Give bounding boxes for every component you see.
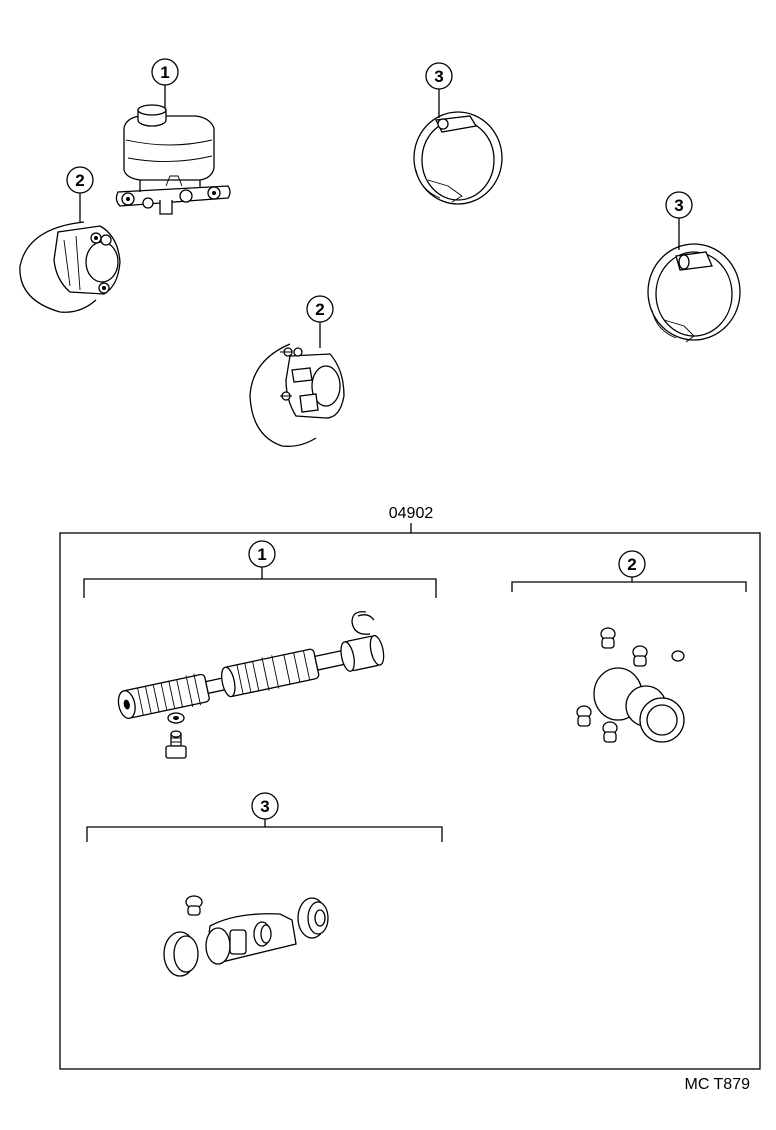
- drum-shoes-right-drawing: [647, 243, 741, 343]
- wheel-cylinder-kit-drawing: [163, 895, 329, 977]
- callout-assembly-3b: 3: [665, 191, 693, 250]
- callout-kit-section-3: 3: [86, 792, 443, 842]
- drawing-code: MC T879: [684, 1076, 750, 1093]
- callout-kit-section-2: 2: [511, 550, 747, 592]
- svg-text:1: 1: [160, 63, 169, 82]
- kit-frame: 04902: [59, 505, 761, 1070]
- piston-assembly-drawing: [117, 611, 385, 759]
- assembly-drum-shoes-upper: 3: [413, 62, 503, 205]
- kit-section-wheel-cylinder: 3: [86, 792, 443, 977]
- drum-shoes-upper-drawing: [413, 111, 503, 205]
- assembly-caliper-rear: 2: [249, 295, 345, 447]
- caliper-front-drawing: [19, 221, 121, 313]
- callout-kit-section-1: 1: [83, 540, 437, 598]
- caliper-kit-drawing: [576, 627, 685, 743]
- master-cylinder-drawing: [115, 104, 231, 215]
- svg-text:3: 3: [260, 797, 269, 816]
- callout-assembly-2a: 2: [66, 166, 94, 222]
- kit-section-caliper: 2: [511, 550, 747, 743]
- assembly-caliper-front: 2: [19, 166, 121, 313]
- caliper-rear-drawing: [249, 343, 345, 447]
- kit-section-master-cylinder: 1: [83, 540, 437, 759]
- svg-text:1: 1: [257, 545, 266, 564]
- kit-part-number: 04902: [389, 505, 434, 522]
- svg-text:3: 3: [434, 67, 443, 86]
- assembly-master-cylinder: 1: [115, 58, 231, 215]
- callout-assembly-3a: 3: [425, 62, 453, 118]
- svg-text:2: 2: [627, 555, 636, 574]
- callout-assembly-2b: 2: [306, 295, 334, 348]
- svg-text:2: 2: [75, 171, 84, 190]
- svg-text:2: 2: [315, 300, 324, 319]
- assembly-drum-shoes-right: 3: [647, 191, 741, 343]
- svg-text:3: 3: [674, 196, 683, 215]
